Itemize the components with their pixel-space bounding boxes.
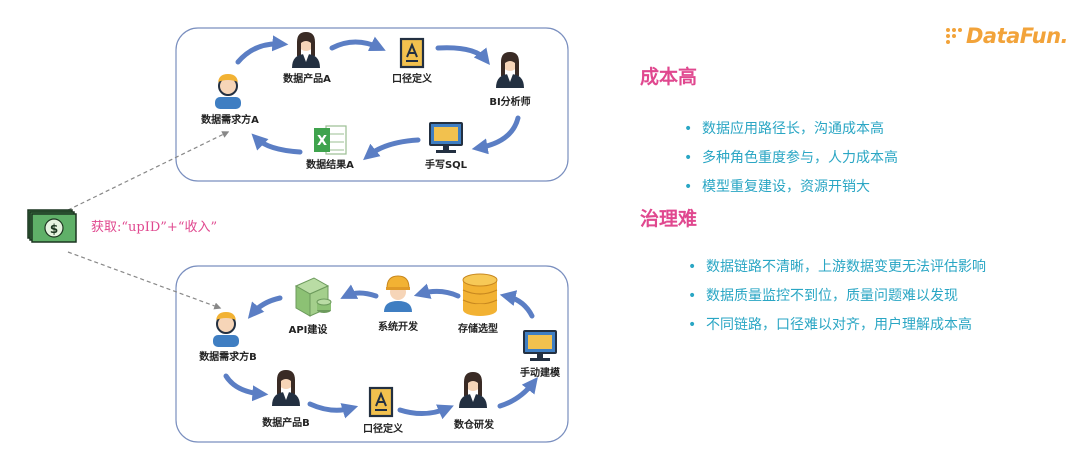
logo-text: DataFun. <box>966 24 1069 48</box>
arrow-b-1 <box>247 295 283 319</box>
analyst-label: BI分析师 <box>489 95 530 108</box>
arrow-a-3 <box>435 45 490 66</box>
node-system: 系统开发 <box>378 275 419 333</box>
node-definition-b: 口径定义 <box>363 386 404 435</box>
person-icon <box>496 52 524 88</box>
list-item: 模型重复建设，资源开销大 <box>684 173 1070 202</box>
section-cost: 成本高 数据应用路径长，沟通成本高 多种角色重度参与，人力成本高 模型重复建设，… <box>640 62 1070 202</box>
node-analyst: BI分析师 <box>489 52 531 108</box>
document-icon <box>399 37 425 69</box>
list-item: 数据链路不清晰，上游数据变更无法评估影响 <box>688 253 1070 282</box>
product-a-label: 数据产品A <box>283 72 331 85</box>
person-icon <box>459 372 487 408</box>
sql-label: 手写SQL <box>425 158 468 171</box>
money-label: 获取:“upID”+“收入” <box>91 220 217 235</box>
cost-bullets: 数据应用路径长，沟通成本高 多种角色重度参与，人力成本高 模型重复建设，资源开销… <box>640 115 1070 202</box>
arrow-b-5 <box>223 373 269 402</box>
arrow-a-1 <box>235 35 289 65</box>
engineer-icon <box>384 275 412 312</box>
node-product-a: 数据产品A <box>283 32 331 85</box>
node-api: API建设 <box>289 277 332 336</box>
node-product-b: 数据产品B <box>262 370 310 429</box>
demand-b-label: 数据需求方B <box>199 350 257 363</box>
node-modeling: 手动建模 <box>520 330 561 379</box>
definition-b-label: 口径定义 <box>363 422 404 435</box>
flow-b-arrows <box>223 283 538 420</box>
flow-b-frame <box>175 265 569 443</box>
monitor-icon <box>523 330 557 362</box>
section-governance: 治理难 数据链路不清晰，上游数据变更无法评估影响 数据质量监控不到位，质量问题难… <box>640 204 1070 340</box>
arrow-b-3 <box>413 283 461 299</box>
arrow-a-4 <box>471 115 521 155</box>
demand-a-label: 数据需求方A <box>201 113 259 126</box>
datafun-logo: DataFun. <box>944 22 1069 50</box>
svg-text:$: $ <box>50 222 58 236</box>
user-icon <box>214 73 242 110</box>
person-icon <box>272 370 300 406</box>
arrow-b-2 <box>340 284 379 299</box>
server-icon <box>294 277 332 317</box>
arrow-a-2 <box>329 36 386 52</box>
product-b-label: 数据产品B <box>262 416 310 429</box>
api-label: API建设 <box>289 323 328 336</box>
issues-panel: 成本高 数据应用路径长，沟通成本高 多种角色重度参与，人力成本高 模型重复建设，… <box>640 62 1070 340</box>
node-warehouse: 数仓研发 <box>454 372 495 431</box>
logo-dots-icon <box>944 26 964 46</box>
database-icon <box>462 273 498 316</box>
node-sql: 手写SQL <box>425 122 468 171</box>
governance-bullets: 数据链路不清晰，上游数据变更无法评估影响 数据质量监控不到位，质量问题难以发现 … <box>640 253 1070 340</box>
document-icon <box>368 386 394 418</box>
dashed-link-a <box>67 131 230 211</box>
arrow-b-8 <box>497 376 538 409</box>
node-storage: 存储选型 <box>458 273 498 335</box>
node-demand-b: 数据需求方B <box>199 311 257 363</box>
node-result-a: X 数据结果A <box>306 125 354 171</box>
arrow-b-7 <box>397 404 454 420</box>
warehouse-label: 数仓研发 <box>454 418 495 431</box>
result-a-label: 数据结果A <box>306 158 354 171</box>
flow-a-frame <box>175 27 569 182</box>
monitor-icon <box>429 122 463 154</box>
list-item: 不同链路，口径难以对齐，用户理解成本高 <box>688 311 1070 340</box>
arrow-b-4 <box>499 290 535 319</box>
person-icon <box>292 32 320 68</box>
flow-a-arrows <box>235 35 521 161</box>
definition-a-label: 口径定义 <box>392 72 433 85</box>
arrow-a-6 <box>251 133 303 155</box>
list-item: 数据应用路径长，沟通成本高 <box>684 115 1070 144</box>
svg-text:X: X <box>317 134 327 149</box>
storage-label: 存储选型 <box>458 322 498 335</box>
list-item: 多种角色重度参与，人力成本高 <box>684 144 1070 173</box>
system-label: 系统开发 <box>378 320 419 333</box>
modeling-label: 手动建模 <box>520 366 561 379</box>
node-definition-a: 口径定义 <box>392 37 433 85</box>
section-title-cost: 成本高 <box>640 66 698 88</box>
dashed-link-b <box>67 251 222 310</box>
list-item: 数据质量监控不到位，质量问题难以发现 <box>688 282 1070 311</box>
section-title-governance: 治理难 <box>640 208 698 230</box>
money-icon: $ <box>27 209 77 243</box>
user-icon <box>212 311 240 348</box>
arrow-a-5 <box>363 137 421 161</box>
excel-icon: X <box>314 125 347 155</box>
arrow-b-6 <box>307 401 359 419</box>
node-demand-a: 数据需求方A <box>201 73 259 126</box>
